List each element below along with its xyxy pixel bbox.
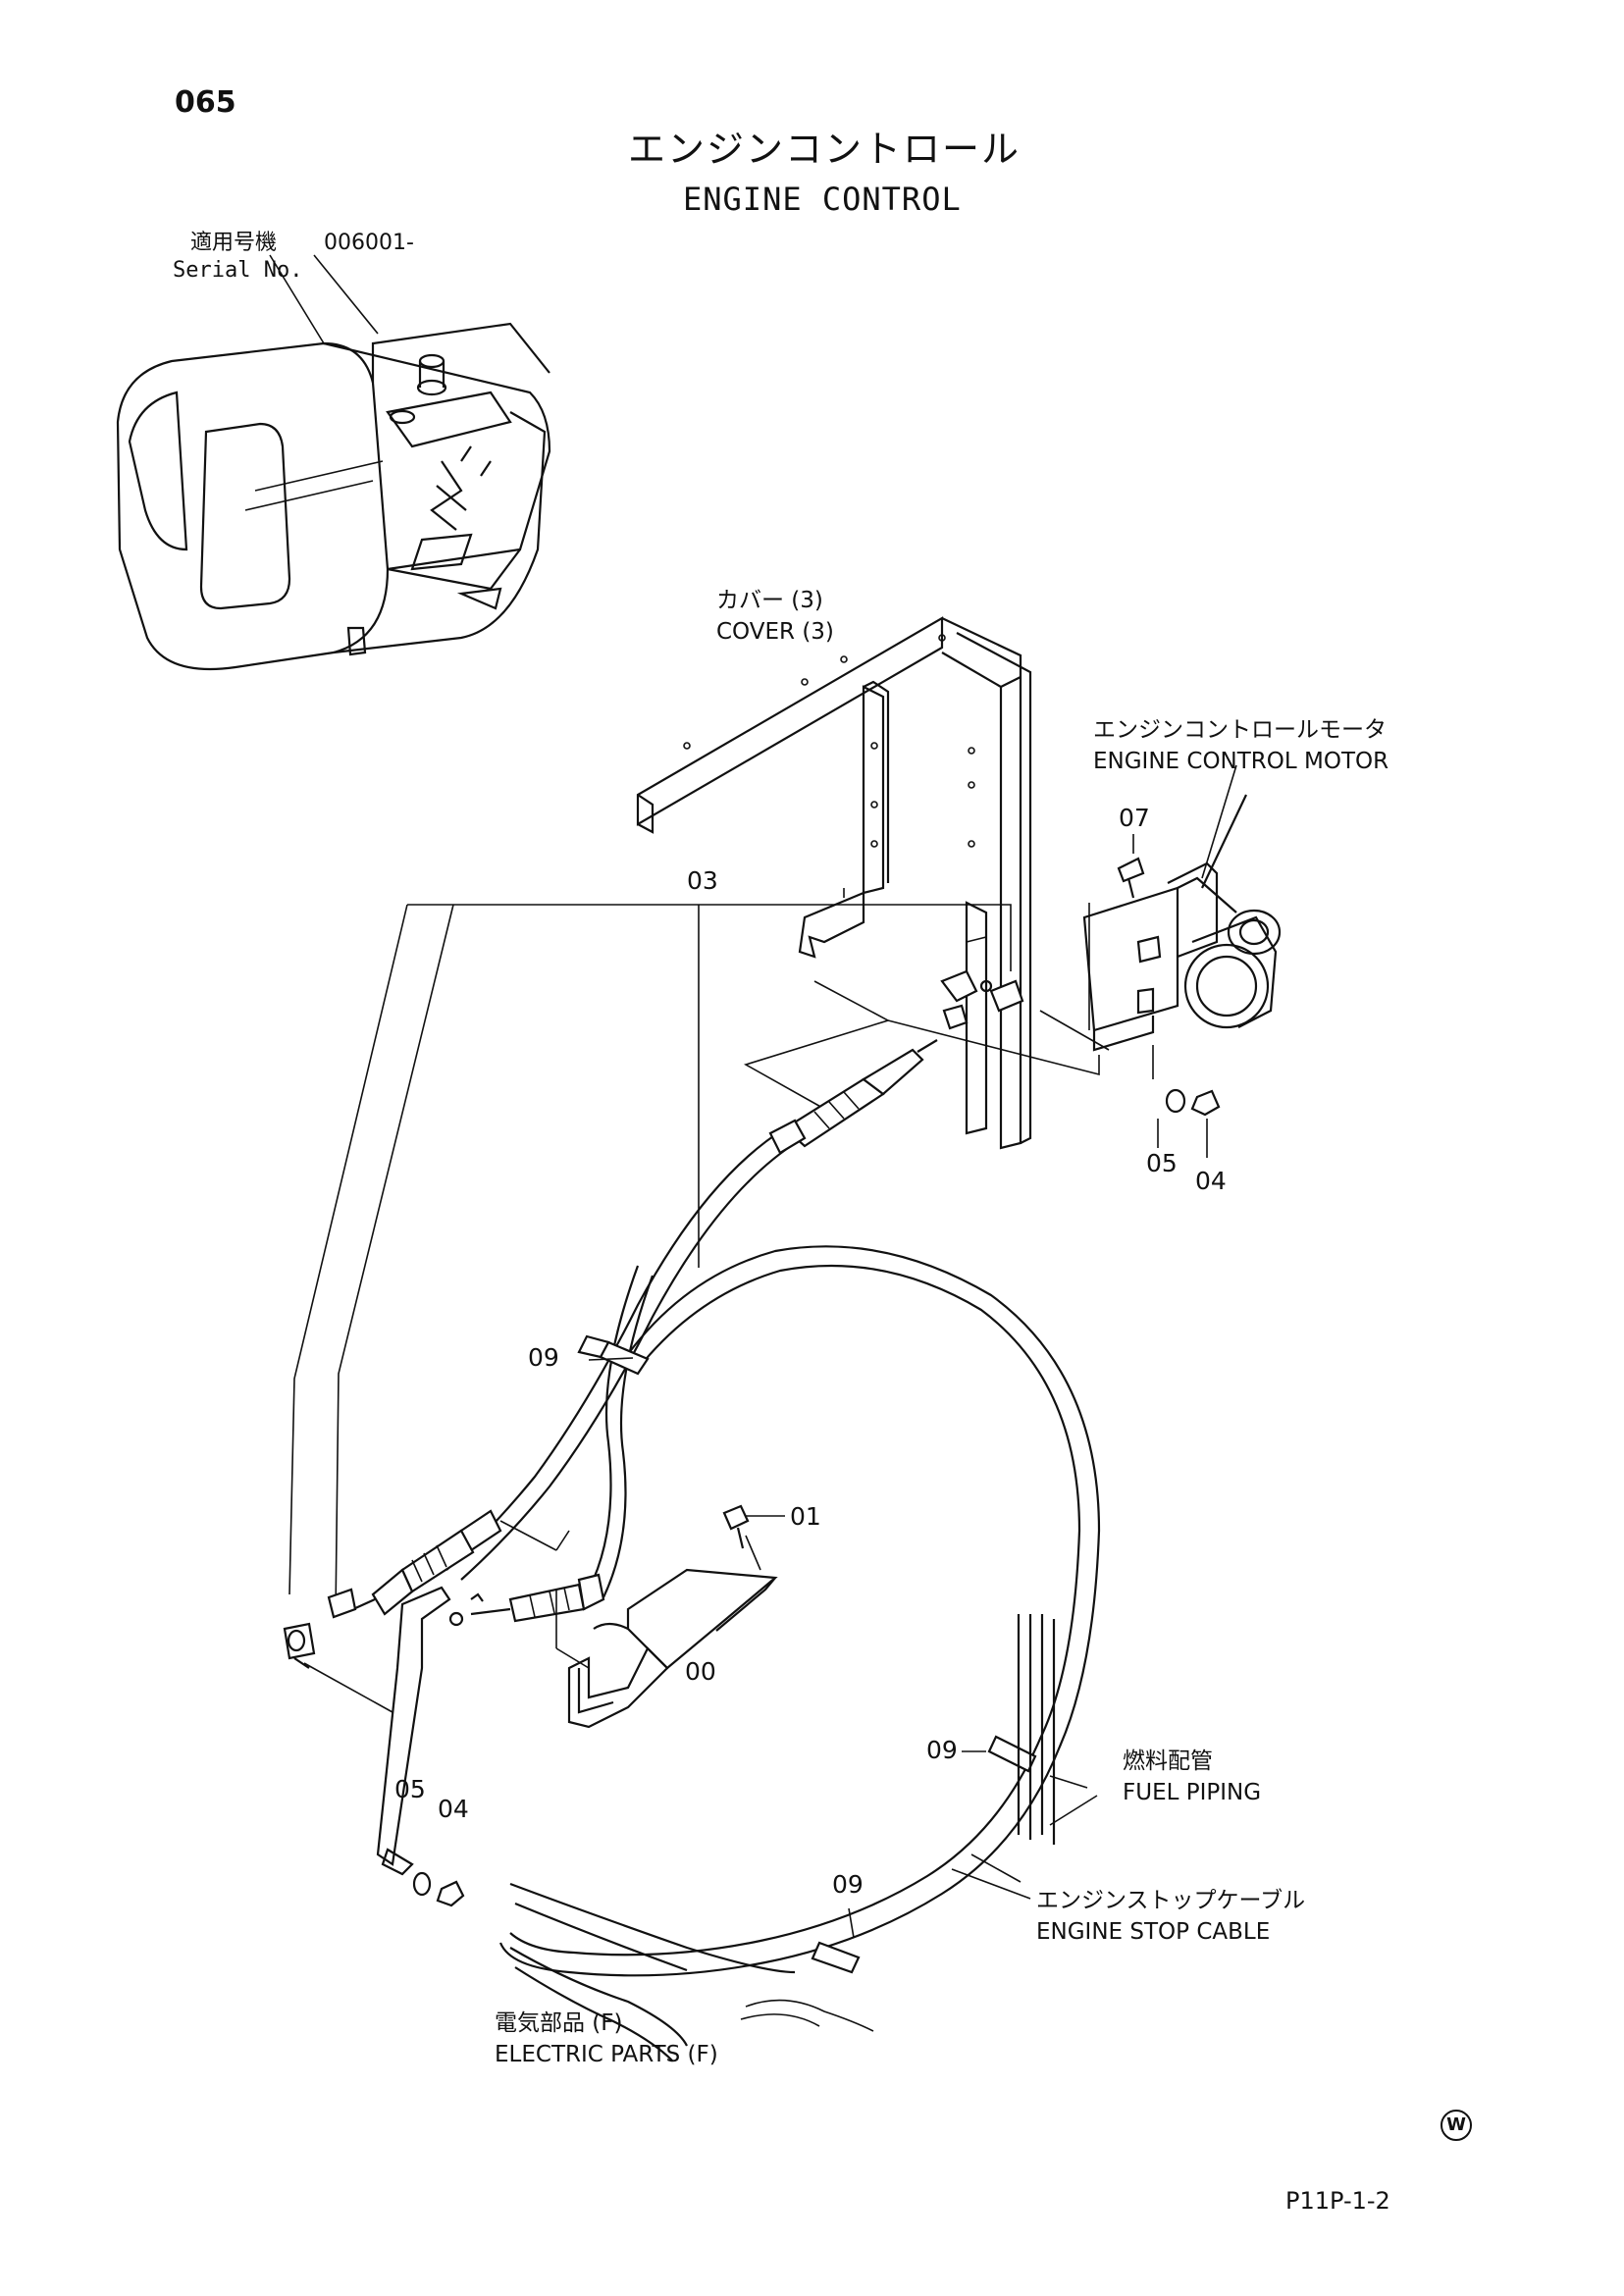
cover-label-jp: カバー (3) <box>716 588 823 613</box>
part-number-03: 03 <box>687 866 718 895</box>
cable-end-fittings <box>283 969 1024 1669</box>
serial-label-japanese: 適用号機 <box>190 231 278 255</box>
title-japanese: エンジンコントロール <box>628 128 1022 171</box>
engine-control-motor <box>1082 794 1282 1052</box>
fuel-piping <box>1017 1614 1098 1845</box>
motor-label-en: ENGINE CONTROL MOTOR <box>1093 749 1389 774</box>
stop-cable-label-jp: エンジンストップケーブル <box>1036 1888 1306 1913</box>
fuel-piping-label-en: FUEL PIPING <box>1123 1780 1262 1805</box>
page-number: 065 <box>175 85 236 120</box>
fuel-piping-label-jp: 燃料配管 <box>1123 1748 1213 1774</box>
part-number-04-bottom: 04 <box>438 1795 469 1823</box>
callout-leaders <box>588 764 1237 1939</box>
stop-cable-label-en: ENGINE STOP CABLE <box>1036 1919 1271 1945</box>
w-circle-mark: W <box>1441 2110 1472 2141</box>
part-number-09-middle: 09 <box>926 1736 958 1764</box>
serial-label-english: Serial No. <box>173 258 303 283</box>
machine-overview-illustration <box>116 254 551 671</box>
part-number-00: 00 <box>685 1657 716 1686</box>
part-number-05-bottom: 05 <box>394 1775 426 1803</box>
throttle-cable <box>352 1039 938 1623</box>
cover-label-en: COVER (3) <box>716 619 834 645</box>
serial-number-value: 006001- <box>324 231 414 255</box>
drawing-code: P11P-1-2 <box>1285 2187 1390 2215</box>
part-number-01: 01 <box>790 1502 821 1531</box>
part-number-09-lower: 09 <box>832 1870 864 1899</box>
leader-lines-03 <box>288 904 1110 1615</box>
washer-nut-top <box>1152 1045 1221 1158</box>
bracket-00 <box>499 1520 778 1729</box>
engine-stop-cable <box>498 1245 1101 1977</box>
part-number-05-top: 05 <box>1146 1149 1178 1177</box>
part-number-07: 07 <box>1119 804 1150 832</box>
bolt-01 <box>722 1504 785 1571</box>
bolt-07 <box>1088 834 1145 1030</box>
lever-bracket <box>303 1586 484 1907</box>
electric-parts-label-jp: 電気部品 (F) <box>495 2010 623 2036</box>
title-english: ENGINE CONTROL <box>683 181 962 218</box>
electric-parts-label-en: ELECTRIC PARTS (F) <box>495 2042 718 2067</box>
motor-label-jp: エンジンコントロールモータ <box>1093 717 1387 743</box>
electric-harness <box>509 1882 874 2061</box>
cover-bracket <box>636 616 1032 1150</box>
part-number-09-upper: 09 <box>528 1343 559 1372</box>
part-number-04-top: 04 <box>1195 1167 1227 1195</box>
